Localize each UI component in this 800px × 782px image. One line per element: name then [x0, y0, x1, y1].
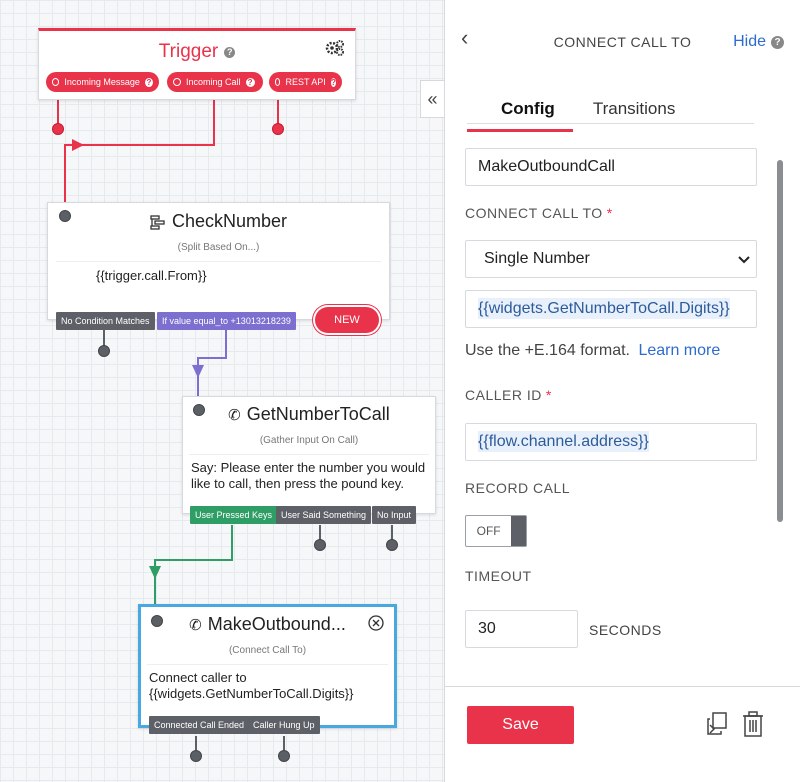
phone-number-input[interactable]: {{widgets.GetNumberToCall.Digits}} [465, 290, 757, 328]
trash-icon[interactable] [741, 711, 765, 737]
panel-header: ‹ CONNECT CALL TO Hide ? [445, 0, 800, 60]
transition-user-said-something[interactable]: User Said Something [276, 506, 372, 524]
double-chevron-left-icon: « [427, 88, 438, 109]
make-outbound-body-line1: Connect caller to [149, 670, 247, 685]
gears-icon[interactable] [325, 39, 345, 57]
get-number-widget[interactable]: ✆ GetNumberToCall (Gather Input On Call)… [182, 396, 436, 514]
help-icon[interactable]: ? [144, 77, 153, 87]
transition-user-pressed-keys[interactable]: User Pressed Keys [190, 506, 278, 524]
check-number-subtitle: (Split Based On...) [177, 242, 260, 253]
format-hint: Use the +E.164 format. Learn more [465, 342, 721, 359]
config-panel: ‹ CONNECT CALL TO Hide ? Config Transiti… [444, 0, 800, 782]
trigger-rest-api[interactable]: REST API ? [269, 72, 342, 92]
transition-if-value-equal[interactable]: If value equal_to +13013218239 [157, 312, 296, 330]
seconds-label: SECONDS [589, 622, 662, 638]
check-number-input-dot[interactable] [59, 210, 71, 222]
split-icon [150, 214, 165, 230]
connect-call-to-select[interactable]: Single Number [465, 240, 757, 278]
caller-hung-up-output-dot[interactable] [278, 750, 290, 762]
save-button[interactable]: Save [467, 706, 574, 744]
help-icon[interactable]: ? [771, 35, 784, 49]
no-input-output-dot[interactable] [386, 539, 398, 551]
timeout-input[interactable]: 30 [465, 610, 578, 648]
caller-id-input[interactable]: {{flow.channel.address}} [465, 423, 757, 461]
get-number-input-dot[interactable] [193, 404, 205, 416]
caller-id-label: CALLER ID* [465, 387, 552, 403]
radio-icon [52, 78, 60, 86]
help-icon[interactable]: ? [330, 77, 336, 87]
trigger-incoming-call[interactable]: Incoming Call ? [167, 72, 263, 92]
radio-icon [275, 78, 281, 86]
make-outbound-body-line2: {{widgets.GetNumberToCall.Digits}} [149, 686, 354, 701]
timeout-label: TIMEOUT [465, 568, 532, 584]
panel-title: CONNECT CALL TO [553, 34, 692, 50]
panel-scrollbar[interactable] [777, 160, 783, 522]
no-condition-output-dot[interactable] [98, 345, 110, 357]
widget-name-input[interactable]: MakeOutboundCall [465, 148, 757, 186]
record-call-toggle[interactable]: OFF [465, 515, 527, 547]
radio-icon [173, 78, 181, 86]
make-outbound-title: MakeOutbound... [207, 614, 346, 634]
collapse-panel-button[interactable]: « [420, 80, 444, 118]
trigger-incoming-message[interactable]: Incoming Message ? [46, 72, 159, 92]
learn-more-link[interactable]: Learn more [638, 342, 721, 359]
get-number-body: Say: Please enter the number you would l… [191, 460, 426, 491]
make-outbound-input-dot[interactable] [151, 615, 163, 627]
hide-panel-link[interactable]: Hide ? [733, 33, 784, 51]
connected-ended-output-dot[interactable] [190, 750, 202, 762]
help-icon[interactable]: ? [245, 77, 255, 87]
get-number-title: GetNumberToCall [246, 404, 390, 424]
tab-config[interactable]: Config [467, 95, 573, 132]
flow-canvas[interactable]: Trigger ? Incoming Message ? Incoming Ca… [0, 0, 450, 782]
record-call-label: RECORD CALL [465, 480, 571, 496]
make-outbound-widget[interactable]: ✆ MakeOutbound... (Connect Call To) Conn… [138, 604, 397, 728]
toggle-knob [511, 516, 526, 546]
trigger-message-output-dot[interactable] [52, 123, 64, 135]
close-circle-icon[interactable] [368, 615, 384, 631]
make-outbound-subtitle: (Connect Call To) [228, 645, 307, 656]
tab-transitions[interactable]: Transitions [592, 99, 676, 118]
trigger-rest-output-dot[interactable] [272, 123, 284, 135]
chevron-down-icon [738, 241, 750, 277]
phone-icon: ✆ [228, 406, 241, 424]
duplicate-icon[interactable] [705, 711, 729, 737]
user-said-output-dot[interactable] [314, 539, 326, 551]
get-number-subtitle: (Gather Input On Call) [259, 435, 359, 446]
transition-connected-call-ended[interactable]: Connected Call Ended [149, 716, 250, 734]
transition-caller-hung-up[interactable]: Caller Hung Up [248, 716, 320, 734]
help-icon[interactable]: ? [224, 46, 236, 58]
connect-call-to-label: CONNECT CALL TO* [465, 205, 613, 221]
transition-no-input[interactable]: No Input [372, 506, 417, 524]
new-transition-button[interactable]: NEW [315, 307, 379, 333]
panel-tabs: Config Transitions [467, 95, 693, 132]
check-number-widget[interactable]: CheckNumber (Split Based On...) {{trigge… [47, 202, 390, 320]
check-number-title: CheckNumber [171, 211, 288, 231]
transition-no-condition-matches[interactable]: No Condition Matches [56, 312, 155, 330]
tabs-divider [467, 123, 754, 124]
phone-icon: ✆ [189, 616, 202, 634]
trigger-title: Trigger [158, 41, 219, 62]
back-chevron-icon[interactable]: ‹ [461, 25, 469, 50]
panel-footer: Save [445, 686, 800, 766]
check-number-body: {{trigger.call.From}} [96, 268, 207, 283]
